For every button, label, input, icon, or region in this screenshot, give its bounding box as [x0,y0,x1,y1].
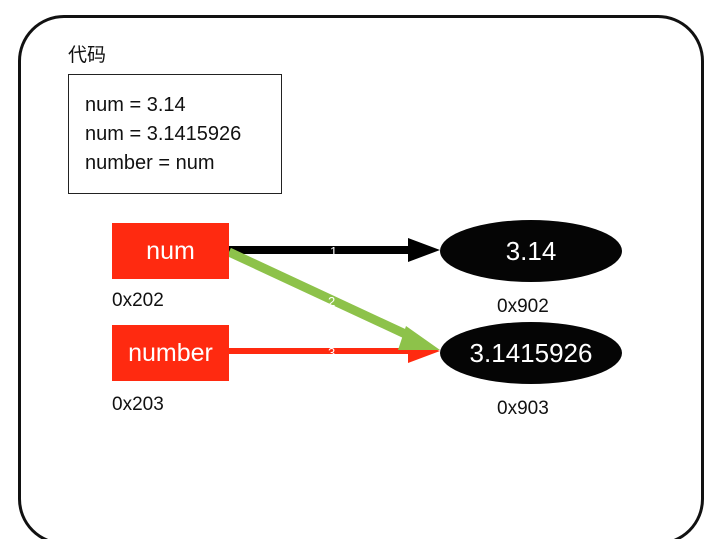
arrow-label-1: 1 [330,244,337,259]
value-3-14-address: 0x902 [497,296,549,317]
value-3-1415926-ellipse: 3.1415926 [440,322,622,384]
arrow-num-to-3-14 [229,238,440,262]
code-section-title: 代码 [68,44,107,66]
variable-number-address: 0x203 [112,394,164,415]
variable-number-box: number [112,325,229,381]
code-line: num = 3.1415926 [85,123,242,145]
code-block: num = 3.14 num = 3.1415926 number = num [68,74,282,194]
code-line: number = num [85,152,215,174]
code-line: num = 3.14 [85,94,186,116]
value-3-1415926-address: 0x903 [497,398,549,419]
variable-num-address: 0x202 [112,290,164,311]
value-3-14-ellipse: 3.14 [440,220,622,282]
arrow-label-2: 2 [328,294,335,309]
arrow-num-to-3-1415926 [227,247,440,350]
variable-num-box: num [112,223,229,279]
arrow-label-3: 3 [328,345,335,360]
